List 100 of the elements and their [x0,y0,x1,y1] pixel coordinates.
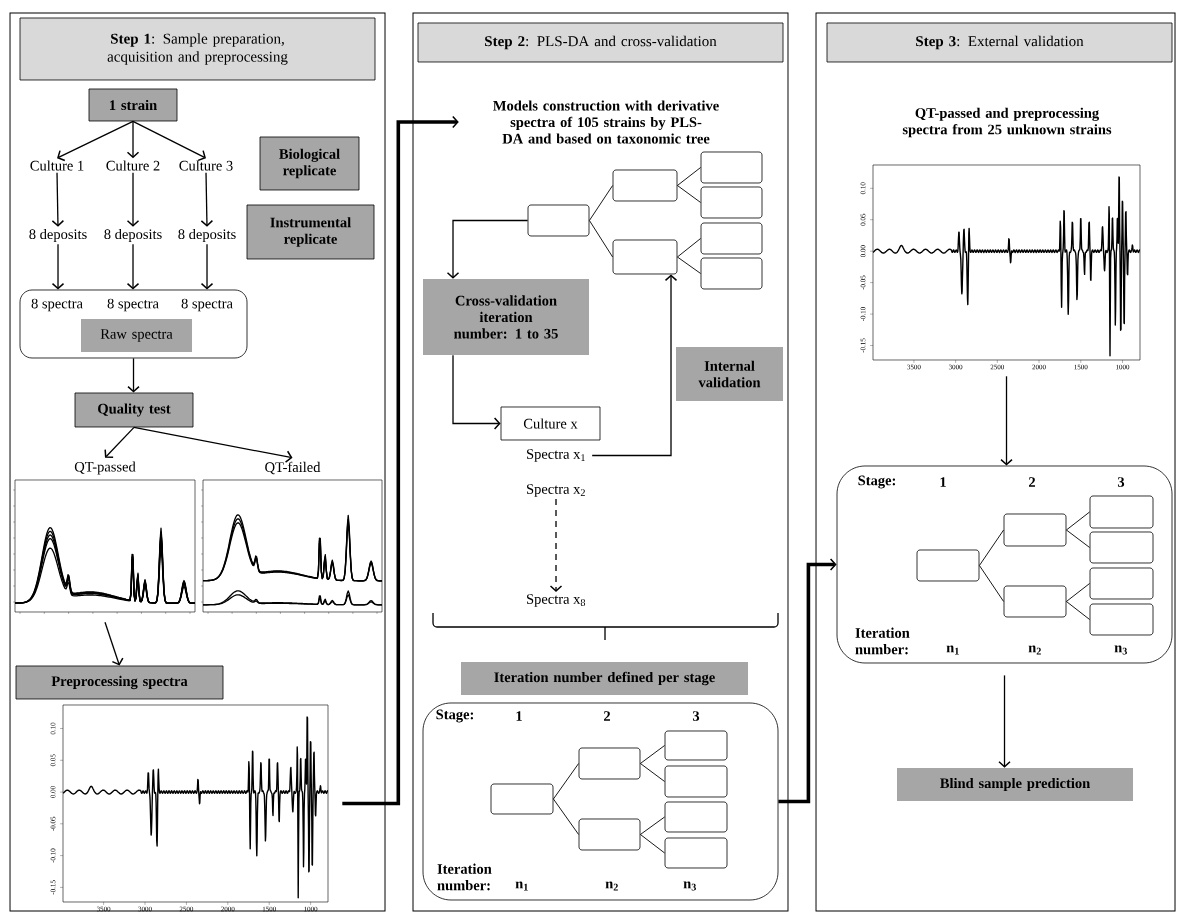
tree-box [664,730,728,761]
tree-box [700,186,763,219]
arrow [200,172,214,227]
tree-branch-line [552,798,580,835]
tree-box [664,801,728,833]
tree-box [664,837,728,869]
tree-branch-line [1065,511,1091,531]
box-text: 8 spectra [31,298,83,312]
iteration-count: n$_{3}$ [1114,645,1127,655]
step-text: 8 deposits [178,228,236,243]
process-box: Blind sample prediction [897,768,1133,801]
stage-number: 3 [692,711,700,721]
tree-branch-line [639,745,666,764]
panel-frame [412,12,789,912]
tree-box [612,169,678,202]
arrow [57,120,134,162]
tree-box [578,747,641,780]
tree-box [700,222,763,255]
process-box: Culture x [500,406,601,441]
tree-box [700,151,763,184]
process-box: 1 strain [88,88,178,122]
box-text: 8 spectra [181,298,233,312]
arrow [549,498,563,592]
stage-number: 1 [940,477,946,487]
stage-label: Stage: [436,709,474,723]
arrow [104,426,135,458]
stage-number: 3 [1117,477,1125,487]
arrow [446,219,529,279]
description-text: Models construction with derivative spectra of 105 strains by PLS-DA and based on taxonomic tree [493,100,719,144]
tree-box [612,239,678,275]
process-box: Raw spectra [81,319,192,352]
iteration-count: n$_{2}$ [605,881,618,891]
arrow [452,354,501,430]
tree-branch-line [1065,601,1091,620]
tree-branch-line [676,238,702,258]
arrow [127,357,140,393]
process-box: Internal validation [676,347,783,401]
stage-number: 2 [1029,477,1035,487]
tree-branch-line [588,185,614,221]
arrow [51,172,65,227]
step-text: Culture 1 [30,160,84,171]
process-box: Biological replicate [259,136,360,191]
arrow [133,426,293,463]
step-text: Culture 2 [106,160,160,171]
tree-branch-line [639,834,666,854]
tree-box [527,204,590,237]
tree-box [578,818,641,851]
arrow [126,172,140,227]
iteration-count: n$_{1}$ [515,881,528,891]
tree-branch-line [639,816,666,835]
process-box: Cross-validation iteration number: 1 to 35 [423,279,589,355]
step-text: 8 deposits [29,228,87,243]
process-box: Quality test [74,392,194,428]
tree-branch-line [676,167,702,186]
arrow [104,621,124,666]
description-text: QT-passed and preprocessing spectra from 25 unknown strains [902,107,1112,138]
tree-box [1003,585,1067,618]
box-text: 8 spectra [107,298,159,312]
step-text: 8 deposits [104,228,162,243]
tree-box [664,765,728,798]
panel-frame [815,12,1176,912]
arrow [200,243,214,290]
stage-label: Stage: [858,475,896,489]
tree-branch-line [1065,529,1091,548]
tree-box [700,257,763,290]
iteration-label: Iteration number: [437,863,492,891]
tree-box [1089,567,1154,600]
arrow [126,120,140,159]
arrow [126,243,140,290]
tree-branch-line [978,565,1005,602]
tree-branch-line [676,256,702,274]
arrow [342,115,459,806]
spectrum-chart [869,164,1141,364]
arrow [778,558,837,804]
tree-box [916,549,980,582]
step-text: Spectra x$_{2}$ [527,484,585,497]
iteration-label: Iteration number: [855,627,910,655]
tree-box [1089,495,1154,529]
tree-box [1089,603,1154,636]
tree-branch-line [588,220,614,258]
tree-branch-line [639,763,666,782]
arrow [1000,375,1013,466]
iteration-count: n$_{2}$ [1028,645,1041,655]
iteration-count: n$_{3}$ [683,881,696,891]
process-box: Instrumental replicate [246,204,375,260]
tree-branch-line [1065,583,1091,602]
stage-number: 1 [516,711,522,721]
spectrum-chart [59,704,329,906]
step-header: Step 2: PLS-DA and cross-validation [417,22,784,63]
chart-title: QT-failed [265,461,321,475]
tree-branch-line [552,763,580,800]
tree-branch-line [978,529,1005,566]
arrow [998,674,1011,768]
step-text: Culture 3 [179,160,233,171]
step-header: Step 3: External validation [826,22,1173,63]
arrow [51,243,65,290]
step-header: Step 1: Sample preparation, acquisition and preprocessing [19,17,376,81]
step-text: Spectra x$_{1}$ [527,449,585,462]
arrow [132,120,206,162]
tree-branch-line [676,185,702,203]
